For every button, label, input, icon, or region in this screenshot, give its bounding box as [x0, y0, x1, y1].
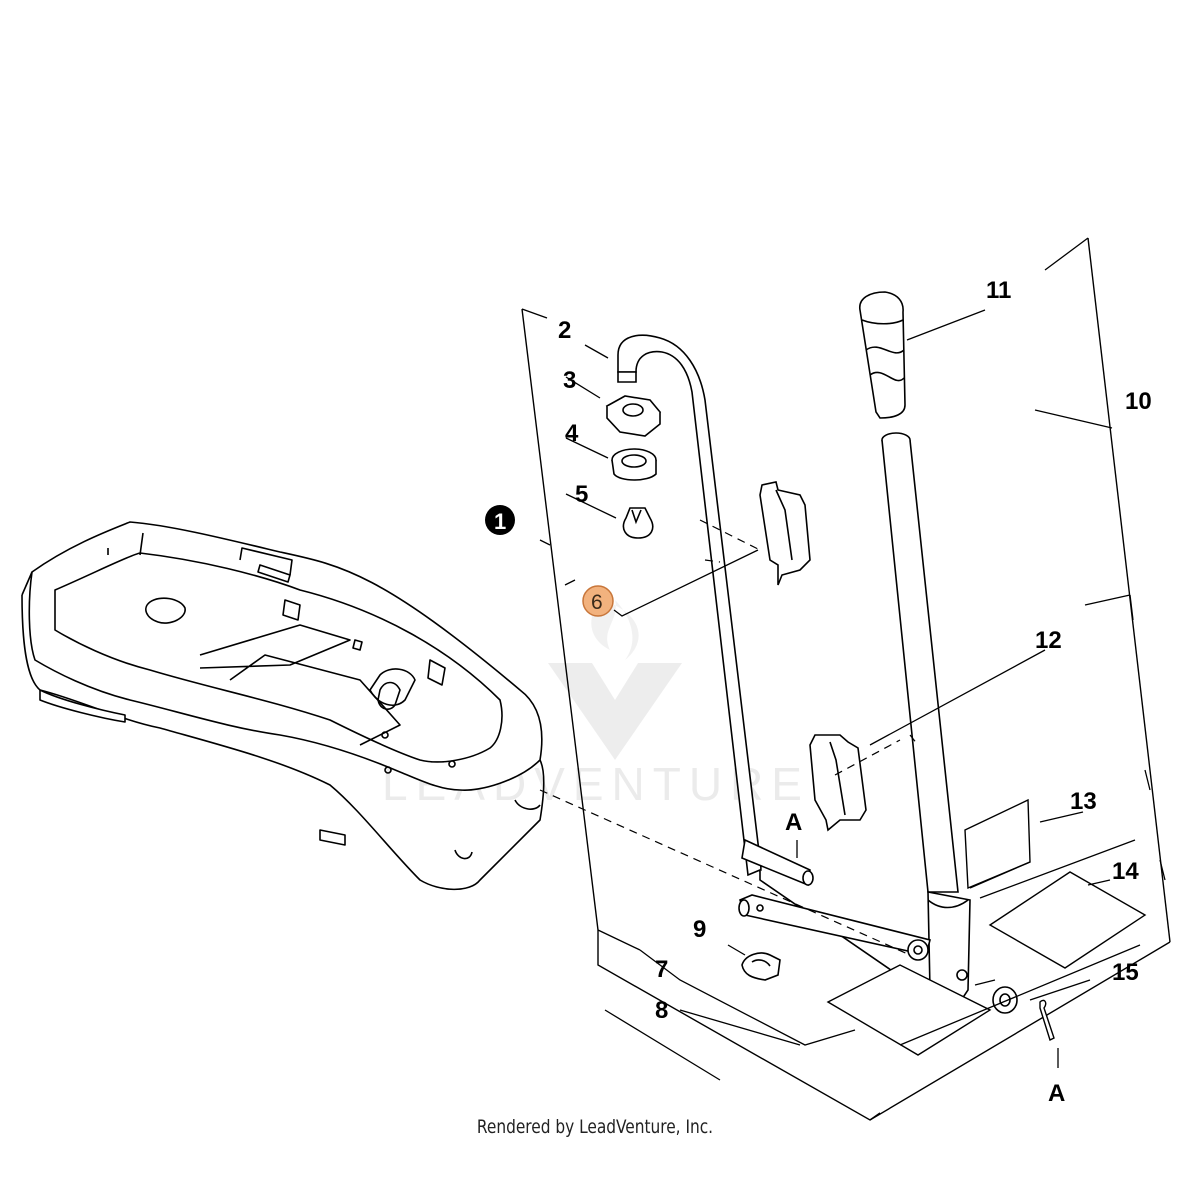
marker-a-upper: A	[785, 809, 802, 836]
bent-rod	[617, 334, 814, 887]
callout-3[interactable]: 3	[563, 367, 576, 394]
callout-15[interactable]: 15	[1112, 959, 1139, 986]
nut	[605, 395, 662, 437]
cotter-pin	[1039, 999, 1055, 1041]
assembly-guides	[539, 519, 919, 956]
callout-12[interactable]: 12	[1035, 627, 1062, 654]
label-13	[964, 798, 1031, 890]
callout-5[interactable]: 5	[575, 481, 588, 508]
callout-6[interactable]: 6	[591, 591, 603, 614]
callouts: 1 2 3 4 5 6 7 8 9 10 11 12 13 14 15 A A	[485, 277, 1152, 1107]
tray	[21, 521, 545, 891]
label-14	[988, 871, 1147, 969]
collet	[622, 507, 654, 539]
callout-1-badge[interactable]	[485, 505, 515, 535]
clip-lower	[809, 734, 867, 832]
label-8	[826, 964, 992, 1056]
callout-8[interactable]: 8	[655, 997, 668, 1024]
callout-9[interactable]: 9	[693, 916, 706, 943]
bushing	[611, 448, 657, 481]
axle	[738, 894, 931, 961]
callout-4[interactable]: 4	[565, 420, 579, 447]
u-clip	[741, 952, 781, 981]
clip-upper	[759, 481, 811, 586]
callout-11[interactable]: 11	[986, 277, 1011, 304]
callout-10[interactable]: 10	[1125, 388, 1152, 415]
leader-lines	[539, 237, 1166, 1081]
footer-credit: Rendered by LeadVenture, Inc.	[476, 1116, 714, 1138]
grip	[859, 291, 906, 419]
callout-7[interactable]: 7	[655, 956, 668, 983]
callout-13[interactable]: 13	[1070, 788, 1097, 815]
washer	[992, 986, 1018, 1014]
marker-a-lower: A	[1048, 1080, 1065, 1107]
callout-1[interactable]: 1	[494, 509, 506, 534]
callout-2[interactable]: 2	[558, 317, 571, 344]
callout-14[interactable]: 14	[1112, 858, 1139, 885]
callout-6-badge[interactable]	[582, 585, 614, 617]
exploded-view-frame	[521, 237, 1171, 1121]
